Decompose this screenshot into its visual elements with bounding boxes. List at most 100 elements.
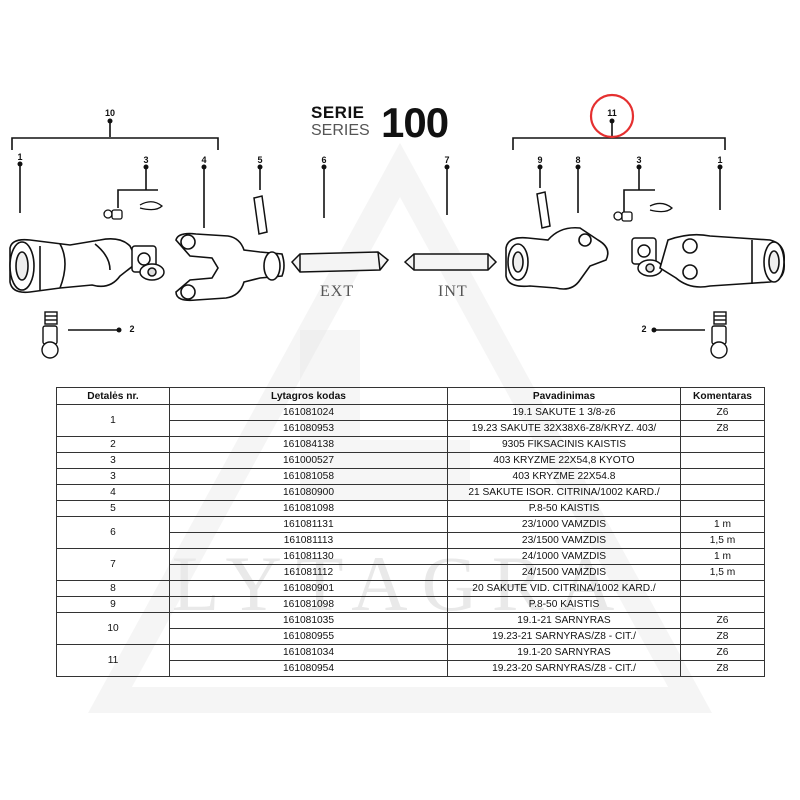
callout-10: 10: [104, 108, 115, 118]
inner-tube-part: [403, 253, 498, 271]
series-title: SERIE SERIES 100: [311, 99, 471, 153]
left-yoke-part: [9, 238, 140, 294]
part-number-cell: 9: [56, 596, 170, 613]
header-code: Lytagros kodas: [169, 387, 448, 405]
code-cell: 161080900: [169, 484, 448, 501]
outer-tube-part: [290, 251, 390, 273]
inner-yoke-part: [175, 232, 285, 302]
comment-cell: Z6: [680, 404, 765, 421]
part-number-cell: 7: [56, 548, 170, 581]
left-cross-part: [131, 245, 165, 281]
name-cell: 24/1500 VAMZDIS: [447, 564, 681, 581]
callout-7: 7: [444, 155, 450, 165]
name-cell: 19.23 SAKUTE 32X38X6-Z8/KRYZ. 403/: [447, 420, 681, 437]
code-cell: 161081130: [169, 548, 448, 565]
callout-9: 9: [537, 155, 543, 165]
exploded-parts-diagram: 10 1 3 4 5 6 7 11 9 8 3 1 2 2 EXT INT SE…: [0, 0, 800, 385]
left-push-pin-part: [41, 311, 59, 359]
highlight-circle: [589, 93, 635, 139]
callout-3-right: 3: [636, 155, 642, 165]
callout-4: 4: [201, 155, 207, 165]
code-cell: 161080953: [169, 420, 448, 437]
left-circlip-part: [103, 201, 163, 220]
series-label: SERIES: [311, 122, 370, 139]
code-cell: 161081131: [169, 516, 448, 533]
code-cell: 161081034: [169, 644, 448, 661]
name-cell: P.8-50 KAISTIS: [447, 596, 681, 613]
right-push-pin-part: [710, 311, 728, 359]
name-cell: 19.23-21 SARNYRAS/Z8 - CIT./: [447, 628, 681, 645]
callout-1-left: 1: [17, 152, 23, 162]
part-number-cell: 4: [56, 484, 170, 501]
comment-cell: 1,5 m: [680, 532, 765, 549]
comment-cell: Z6: [680, 612, 765, 629]
comment-cell: [680, 580, 765, 597]
name-cell: 20 SAKUTE VID. CITRINA/1002 KARD./: [447, 580, 681, 597]
code-cell: 161080955: [169, 628, 448, 645]
callout-5: 5: [257, 155, 263, 165]
ext-label: EXT: [320, 283, 355, 300]
part-number-cell: 5: [56, 500, 170, 517]
header-comment: Komentaras: [680, 387, 765, 405]
comment-cell: 1 m: [680, 548, 765, 565]
code-cell: 161081098: [169, 596, 448, 613]
name-cell: 403 KRYZME 22X54.8: [447, 468, 681, 485]
callout-6: 6: [321, 155, 327, 165]
right-yoke-part: [659, 233, 786, 288]
comment-cell: Z8: [680, 628, 765, 645]
part-number-cell: 6: [56, 516, 170, 549]
code-cell: 161081113: [169, 532, 448, 549]
code-cell: 161081112: [169, 564, 448, 581]
comment-cell: [680, 500, 765, 517]
name-cell: 23/1500 VAMZDIS: [447, 532, 681, 549]
comment-cell: Z8: [680, 660, 765, 677]
code-cell: 161081058: [169, 468, 448, 485]
right-cross-part: [631, 237, 663, 277]
part-number-cell: 1: [56, 404, 170, 437]
code-cell: 161080954: [169, 660, 448, 677]
part-number-cell: 2: [56, 436, 170, 453]
outer-yoke-part: [505, 226, 609, 290]
comment-cell: Z8: [680, 420, 765, 437]
comment-cell: [680, 484, 765, 501]
parts-table: Detalės nr. Lytagros kodas Pavadinimas K…: [56, 387, 765, 677]
part-number-cell: 10: [56, 612, 170, 645]
comment-cell: Z6: [680, 644, 765, 661]
name-cell: 21 SAKUTE ISOR. CITRINA/1002 KARD./: [447, 484, 681, 501]
comment-cell: 1,5 m: [680, 564, 765, 581]
right-circlip-part: [613, 202, 673, 222]
header-name: Pavadinimas: [447, 387, 681, 405]
code-cell: 161081098: [169, 500, 448, 517]
table-header-row: Detalės nr. Lytagros kodas Pavadinimas K…: [56, 387, 765, 405]
code-cell: 161084138: [169, 436, 448, 453]
header-part-number: Detalės nr.: [56, 387, 170, 405]
comment-cell: 1 m: [680, 516, 765, 533]
name-cell: 24/1000 VAMZDIS: [447, 548, 681, 565]
code-cell: 161080901: [169, 580, 448, 597]
part-number-cell: 3: [56, 468, 170, 485]
callout-1-right: 1: [717, 155, 723, 165]
code-cell: 161081035: [169, 612, 448, 629]
callout-8: 8: [575, 155, 581, 165]
name-cell: 19.1 SAKUTE 1 3/8-z6: [447, 404, 681, 421]
callout-2-left: 2: [129, 324, 135, 334]
name-cell: 9305 FIKSACINIS KAISTIS: [447, 436, 681, 453]
comment-cell: [680, 452, 765, 469]
callout-11: 11: [607, 108, 617, 118]
name-cell: 19.23-20 SARNYRAS/Z8 - CIT./: [447, 660, 681, 677]
part-number-cell: 11: [56, 644, 170, 677]
